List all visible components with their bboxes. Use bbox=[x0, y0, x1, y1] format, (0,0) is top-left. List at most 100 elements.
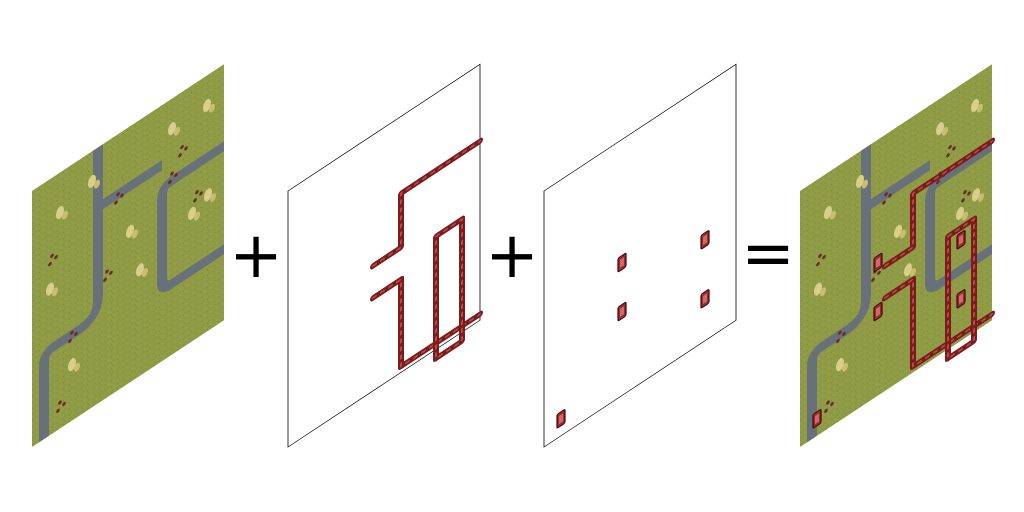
shrub-dot bbox=[830, 401, 834, 407]
rock-cluster bbox=[194, 211, 200, 221]
shrub-dot bbox=[948, 144, 952, 150]
tower-top bbox=[959, 293, 963, 305]
rock-cluster bbox=[56, 205, 64, 220]
rock-cluster bbox=[862, 179, 868, 189]
wall-lower-studs bbox=[372, 277, 481, 369]
rock-cluster bbox=[814, 282, 822, 296]
shrub-dot bbox=[836, 338, 840, 344]
shrub-dot bbox=[103, 277, 107, 282]
shrub-dot bbox=[70, 330, 74, 335]
shrub-dot bbox=[178, 153, 182, 158]
towers-layer-panel bbox=[543, 63, 737, 448]
rock-cluster bbox=[824, 205, 832, 220]
shrub-dot bbox=[877, 270, 881, 276]
road-segment bbox=[807, 204, 871, 443]
plus-operator-2: + bbox=[485, 219, 539, 293]
rock-cluster bbox=[203, 98, 211, 113]
shrub-dot bbox=[74, 331, 78, 337]
rock-cluster bbox=[842, 362, 848, 372]
shrub-dot bbox=[967, 191, 971, 196]
rock-cluster bbox=[836, 358, 844, 372]
rock-cluster bbox=[88, 174, 96, 188]
shrub-dot bbox=[936, 179, 940, 185]
tower-top bbox=[620, 257, 624, 268]
road-segment bbox=[925, 141, 992, 293]
shrub-dot bbox=[168, 179, 172, 185]
rock-cluster bbox=[174, 126, 180, 136]
shrub-dot bbox=[193, 198, 197, 203]
rock-cluster bbox=[136, 263, 144, 277]
shrub-dot bbox=[116, 192, 120, 197]
rock-cluster bbox=[904, 263, 912, 277]
shrub-dot bbox=[54, 255, 58, 260]
shrub-dot bbox=[824, 408, 828, 413]
rock-cluster bbox=[126, 224, 134, 238]
rock-cluster bbox=[971, 98, 979, 113]
shrub-dot bbox=[184, 146, 188, 151]
tower-top bbox=[876, 306, 880, 317]
wall-lower-studs bbox=[884, 277, 993, 369]
wall-inner-ring-studs bbox=[435, 217, 463, 360]
shrub-dot bbox=[62, 401, 66, 407]
rock-cluster bbox=[142, 267, 148, 277]
wall-upper-studs bbox=[372, 140, 481, 268]
road-segment bbox=[157, 141, 224, 293]
rock-cluster bbox=[74, 362, 80, 372]
shrub-dot bbox=[961, 198, 965, 203]
panel-outline bbox=[543, 63, 737, 448]
rock-cluster bbox=[910, 267, 916, 277]
shrub-dot bbox=[946, 153, 950, 158]
composite-map-panel bbox=[800, 64, 995, 447]
rock-cluster bbox=[942, 126, 948, 136]
shrub-dot bbox=[199, 191, 203, 196]
shrub-dot bbox=[48, 261, 52, 267]
shrub-dot bbox=[882, 200, 886, 205]
rock-cluster bbox=[956, 206, 964, 220]
shrub-dot bbox=[884, 192, 888, 197]
shrub-dot bbox=[50, 253, 54, 258]
tower-top bbox=[876, 257, 880, 268]
tower-top bbox=[703, 234, 707, 246]
rock-cluster bbox=[830, 210, 836, 220]
shrub-dot bbox=[56, 408, 60, 413]
gate-tower-top bbox=[815, 413, 819, 425]
shrub-dot bbox=[838, 330, 842, 335]
shrub-dot bbox=[842, 331, 846, 337]
rock-cluster bbox=[894, 224, 902, 238]
rock-cluster bbox=[52, 287, 58, 297]
rock-cluster bbox=[68, 358, 76, 372]
rock-cluster bbox=[204, 188, 212, 202]
rock-cluster bbox=[132, 229, 138, 239]
shrub-dot bbox=[114, 200, 118, 205]
rock-cluster bbox=[168, 122, 176, 136]
rock-cluster bbox=[856, 174, 864, 188]
rock-cluster bbox=[62, 210, 68, 220]
shrub-dot bbox=[120, 193, 124, 198]
tower-top bbox=[620, 306, 624, 317]
rock-cluster bbox=[962, 211, 968, 221]
shrub-dot bbox=[170, 171, 174, 176]
shrub-dot bbox=[180, 144, 184, 150]
shrub-dot bbox=[109, 270, 113, 276]
walls-layer-panel bbox=[287, 63, 483, 448]
gate-tower-top bbox=[559, 413, 563, 425]
shrub-dot bbox=[105, 269, 109, 274]
rock-cluster bbox=[972, 188, 980, 202]
rock-cluster bbox=[977, 103, 983, 113]
rock-cluster bbox=[94, 179, 100, 189]
shrub-dot bbox=[68, 338, 72, 344]
shrub-dot bbox=[963, 189, 967, 195]
shrub-dot bbox=[174, 172, 178, 178]
shrub-dot bbox=[826, 400, 830, 405]
shrub-dot bbox=[195, 189, 199, 195]
rock-cluster bbox=[978, 193, 984, 203]
rock-cluster bbox=[210, 193, 216, 203]
road-segment bbox=[39, 204, 103, 443]
shrub-dot bbox=[58, 400, 62, 405]
tower-top bbox=[959, 234, 963, 246]
rock-cluster bbox=[209, 103, 215, 113]
plus-operator-1: + bbox=[229, 219, 283, 293]
tower-top bbox=[703, 293, 707, 305]
